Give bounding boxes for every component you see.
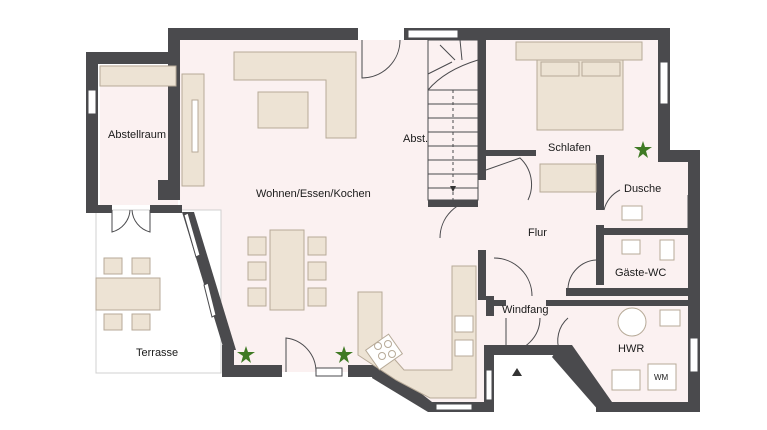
label-abst: Abst. [403,133,428,145]
dining-chair [247,287,267,307]
dining-chair [247,236,267,256]
shower-sink [621,205,643,221]
staircase [427,39,479,201]
coffee-table [257,91,309,129]
window-terrace-door [183,212,201,258]
plants [237,141,652,363]
boiler [617,307,647,337]
kitchen-cooktop [364,333,404,371]
windows [87,29,699,411]
room-labels: Abstellraum Wohnen/Essen/Kochen Abst. Sc… [108,129,669,382]
terrace-chair [131,313,151,331]
sofa [233,51,357,139]
label-terrasse: Terrasse [136,347,178,359]
label-schlafen: Schlafen [548,142,591,154]
label-wm: WM [654,373,669,382]
terrace-table [95,277,161,311]
window-schlafen-e [659,61,669,105]
dining-chair [307,236,327,256]
label-windfang: Windfang [502,304,548,316]
storage-shelf [99,65,177,87]
wardrobe [515,41,643,61]
window-kitchen-s [435,403,473,411]
window-abstell-w [87,89,97,115]
entry-arrow [512,368,522,376]
door-hwr [557,317,569,353]
hwr-basin [611,369,641,391]
door-terrace [285,337,317,373]
window-wohnen-s [315,367,343,377]
dresser [539,163,597,193]
door-gaeste-wc [567,259,597,289]
door-abstell-r [131,209,151,233]
door-main [505,317,541,353]
dining-chair [307,287,327,307]
door-flur-wohnen [439,199,479,239]
door-abstell-l [111,209,131,233]
label-abstellraum: Abstellraum [108,129,166,141]
kitchen-oven [454,339,474,357]
wc-sink [621,239,641,255]
label-dusche: Dusche [624,183,661,195]
terrace-chair [131,257,151,275]
window-abst-n [407,29,459,39]
kitchen-counter [357,265,477,399]
door-schlafen [485,157,532,201]
terrace-chair [103,313,123,331]
plant-icon [634,141,652,158]
dining-table [269,229,305,311]
label-flur: Flur [528,227,547,239]
dining-chair [307,261,327,281]
plant-icon [335,346,353,363]
pillow [581,61,621,77]
label-hwr: HWR [618,343,644,355]
door-dusche [603,189,621,211]
kitchen-sink [454,315,474,333]
window-terrace-w2 [203,282,217,318]
wc-toilet [659,239,675,261]
door-entry-wohnen [361,39,401,79]
pillow [540,61,580,77]
dining-chair [247,261,267,281]
tv [191,99,199,153]
furniture [95,41,689,399]
window-flur-s [485,369,493,401]
window-hwr-e [689,337,699,373]
washing-machine [647,363,677,391]
label-gaeste-wc: Gäste-WC [615,267,666,279]
plant-icon [237,346,255,363]
doors [111,39,621,376]
label-wohnen: Wohnen/Essen/Kochen [256,188,371,200]
terrace-chair [103,257,123,275]
hwr-sink [659,309,681,327]
door-windfang [493,257,533,297]
